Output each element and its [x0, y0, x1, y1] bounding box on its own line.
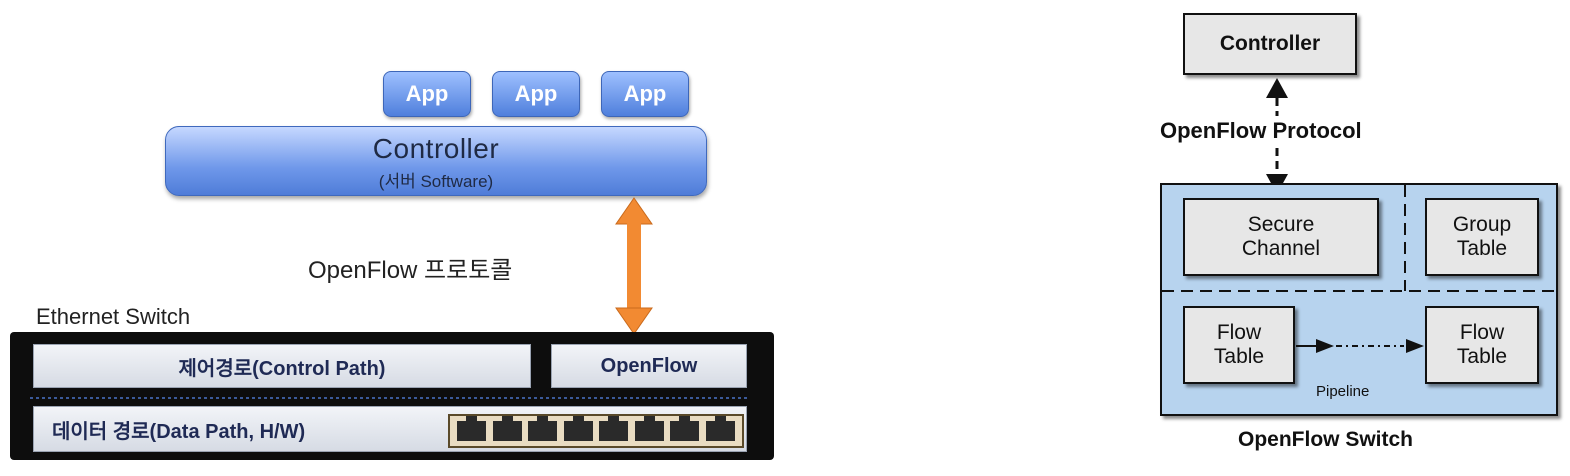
- app-box-2: App: [492, 71, 580, 117]
- controller-box-right: Controller: [1183, 13, 1357, 75]
- app-label: App: [623, 81, 667, 106]
- dashed-separator: [30, 397, 750, 399]
- secure-channel-line2: Channel: [1241, 237, 1321, 260]
- flow-table-2-line2: Table: [1456, 345, 1508, 368]
- app-label: App: [514, 81, 558, 106]
- flow-table-1-line2: Table: [1213, 345, 1265, 368]
- ethernet-port-icon: [705, 416, 735, 441]
- ethernet-port-icon: [492, 416, 522, 441]
- openflow-double-arrow: [615, 197, 653, 335]
- arrow-right-head: [1406, 339, 1424, 353]
- flow-table-box-1: Flow Table: [1183, 306, 1295, 384]
- control-path-block: 제어경로(Control Path): [33, 344, 531, 388]
- controller-title: Controller: [372, 133, 500, 164]
- secure-channel-line1: Secure: [1247, 213, 1315, 236]
- ethernet-port-icon: [670, 416, 700, 441]
- group-table-line2: Table: [1456, 237, 1508, 260]
- pipeline-label: Pipeline: [1316, 383, 1370, 400]
- switch-partition-lines: [1162, 185, 1556, 292]
- flow-table-box-2: Flow Table: [1425, 306, 1539, 384]
- control-path-label: 제어경로(Control Path): [178, 357, 386, 380]
- ethernet-ports: [448, 414, 744, 448]
- controller-subtitle: (서버 Software): [378, 172, 494, 191]
- arrow-up-head: [1266, 78, 1288, 98]
- openflow-switch-title: OpenFlow Switch: [1238, 428, 1414, 451]
- flow-table-2-line1: Flow: [1459, 321, 1505, 344]
- app-box-3: App: [601, 71, 689, 117]
- arrow-down-head: [615, 307, 653, 335]
- flow-table-1-line1: Flow: [1216, 321, 1262, 344]
- data-path-label: 데이터 경로(Data Path, H/W): [52, 420, 306, 443]
- arrow-right-head: [1316, 339, 1334, 353]
- controller-box-left: Controller (서버 Software): [165, 126, 707, 196]
- group-table-box: Group Table: [1425, 198, 1539, 276]
- ethernet-switch-label: Ethernet Switch: [36, 304, 191, 329]
- pipeline-arrows: [1296, 339, 1424, 353]
- controller-right-label: Controller: [1219, 32, 1321, 55]
- arrow-up-head: [615, 197, 653, 225]
- arrow-shaft: [627, 223, 641, 309]
- app-box-1: App: [383, 71, 471, 117]
- ethernet-port-icon: [599, 416, 629, 441]
- ethernet-port-icon: [634, 416, 664, 441]
- ethernet-port-icon: [457, 416, 487, 441]
- app-label: App: [405, 81, 449, 106]
- openflow-protocol-label-left: OpenFlow 프로토콜: [308, 257, 513, 284]
- secure-channel-box: Secure Channel: [1183, 198, 1379, 276]
- openflow-block-label: OpenFlow: [600, 354, 698, 377]
- openflow-protocol-label-right: OpenFlow Protocol: [1160, 118, 1362, 143]
- openflow-block: OpenFlow: [551, 344, 747, 388]
- group-table-line1: Group: [1452, 213, 1512, 236]
- ethernet-port-icon: [563, 416, 593, 441]
- ethernet-port-icon: [528, 416, 558, 441]
